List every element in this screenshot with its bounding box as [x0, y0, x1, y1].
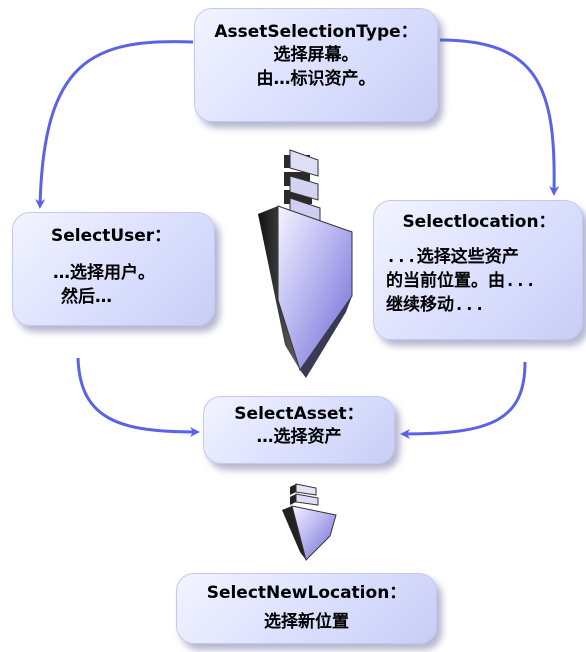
small-down-arrow-icon: [282, 483, 337, 561]
select-location-line-3: 继续移动...: [386, 295, 485, 315]
select-asset-box: SelectAsset： …选择资产: [203, 396, 395, 464]
connector-top-to-select-user: [35, 40, 194, 209]
select-location-title: Selectlocation：: [402, 212, 556, 232]
select-location-line-1: ...选择这些资产: [386, 247, 519, 267]
asset-selection-type-line-1: 选择屏幕。: [273, 45, 359, 65]
select-user-line-1: …选择用户。: [53, 263, 155, 283]
select-location-line-2: 的当前位置。由...: [386, 271, 536, 291]
asset-selection-type-title: AssetSelectionType：: [214, 22, 418, 42]
select-user-line-2: 然后…: [61, 287, 112, 307]
big-down-arrow-icon: [258, 149, 353, 378]
connector-select-user-to-select-asset: [76, 357, 200, 437]
select-asset-line-1: …选择资产: [256, 427, 342, 447]
select-asset-title: SelectAsset：: [234, 404, 364, 424]
asset-selection-type-line-2: 由…标识资产。: [256, 69, 376, 89]
connector-top-to-select-location: [439, 38, 560, 196]
select-new-location-line-1: 选择新位置: [264, 612, 349, 632]
select-user-title: SelectUser：: [51, 226, 172, 246]
connector-select-location-to-select-asset: [400, 361, 527, 439]
select-new-location-box: SelectNewLocation： 选择新位置: [176, 573, 437, 644]
select-location-box: Selectlocation： ...选择这些资产 的当前位置。由... 继续移…: [373, 200, 583, 340]
select-user-box: SelectUser： …选择用户。 然后…: [12, 212, 215, 326]
asset-selection-type-box: AssetSelectionType： 选择屏幕。 由…标识资产。: [194, 8, 438, 122]
select-new-location-title: SelectNewLocation：: [206, 583, 407, 603]
